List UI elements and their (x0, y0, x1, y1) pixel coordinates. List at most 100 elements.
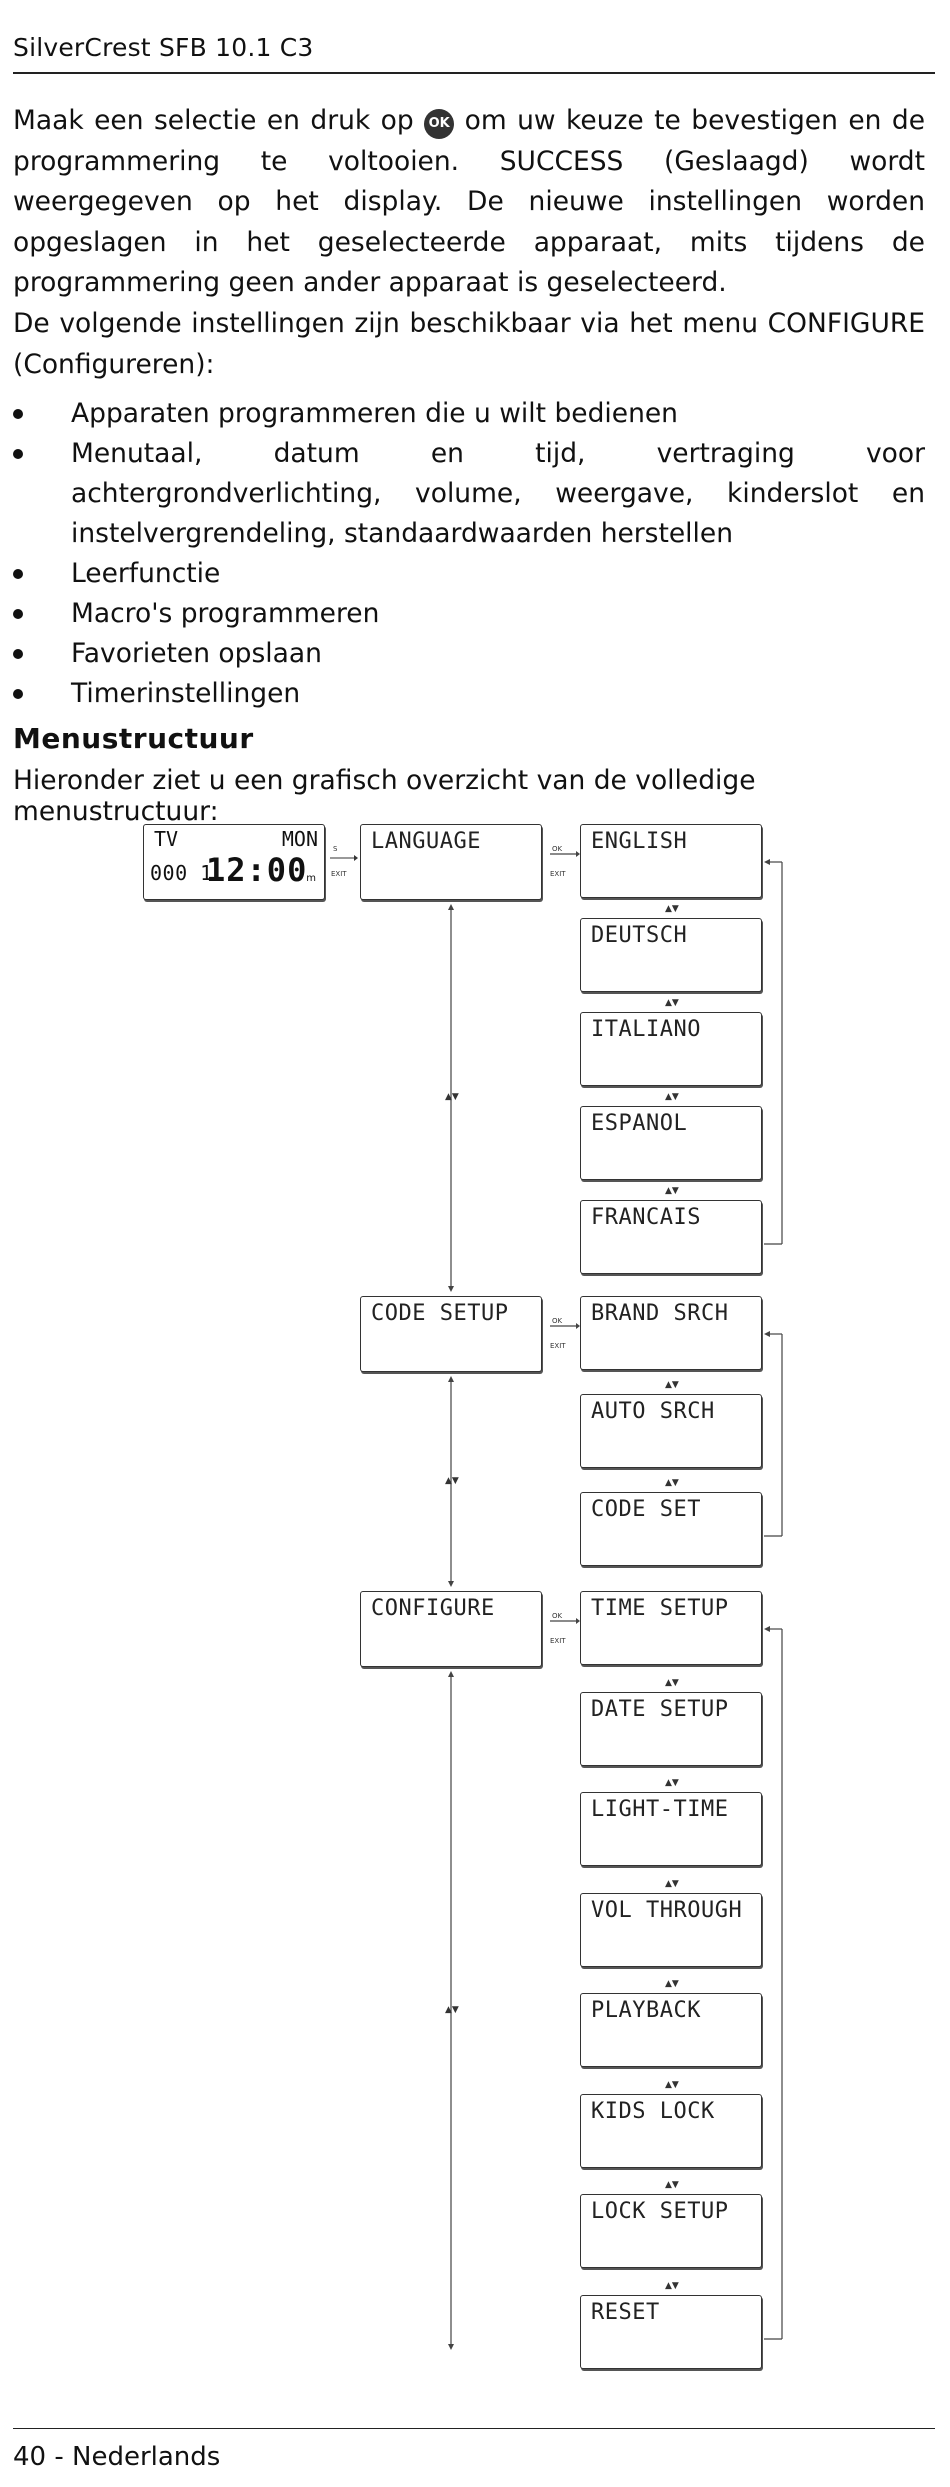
menu-box-2-label: CONFIGURE (371, 1596, 495, 1621)
menu-box-1-label: CODE SETUP (371, 1301, 509, 1326)
submenu-item-0-4-label: FRANCAIS (591, 1205, 701, 1230)
loop-arrow-0 (764, 859, 770, 865)
lcd-nav-arrows (330, 855, 358, 861)
list-item: Apparaten programmeren die u wilt bedien… (13, 394, 925, 434)
loop-arrow-1 (764, 1331, 770, 1337)
nav-ok-tag-0: OK (552, 845, 563, 853)
section-title: Menustructuur (13, 722, 254, 755)
updown-arrow-1-1: ▲▼ (665, 1380, 679, 1390)
page-footer: 40 - Nederlands (13, 2442, 221, 2472)
header-rule (13, 72, 935, 74)
connector-configure-bottom-head-up (448, 1671, 454, 1677)
submenu-item-0-2-label: ITALIANO (591, 1017, 701, 1042)
connector-configure-bottom-head-down (448, 2344, 454, 2350)
nav-exit-tag-0: EXIT (550, 870, 566, 878)
submenu-item-2-4-label: PLAYBACK (591, 1998, 701, 2023)
submenu-item-1-2-label: CODE SET (591, 1497, 701, 1522)
updown-arrow-2-4: ▲▼ (665, 1979, 679, 1989)
submenu-item-2-2-label: LIGHT-TIME (591, 1797, 729, 1822)
list-item: Macro's programmeren (13, 594, 925, 634)
nav-ok-tag-1: OK (552, 1317, 563, 1325)
submenu-item-2-6-label: LOCK SETUP (591, 2199, 729, 2224)
submenu-item-1-0: BRAND SRCH (580, 1296, 762, 1370)
ok-arrow-head-2 (576, 1618, 580, 1624)
updown-arrow-2-6: ▲▼ (665, 2180, 679, 2190)
list-item: Leerfunctie (13, 554, 925, 594)
connector-language-code-head-down (448, 1286, 454, 1292)
submenu-item-1-1: AUTO SRCH (580, 1394, 762, 1468)
diagram-intro: Hieronder ziet u een grafisch overzicht … (13, 765, 756, 827)
updown-connector-0: ▲▼ (445, 1092, 459, 1102)
lcd-code: 000 1 (150, 861, 213, 885)
menu-box-0-label: LANGUAGE (371, 829, 481, 854)
paragraph-configure: De volgende instellingen zijn beschikbaa… (13, 308, 925, 380)
menu-box-1: CODE SETUP (360, 1296, 542, 1372)
updown-connector-1: ▲▼ (445, 1476, 459, 1486)
updown-arrow-2-3: ▲▼ (665, 1879, 679, 1889)
updown-arrow-2-5: ▲▼ (665, 2080, 679, 2090)
submenu-item-2-6: LOCK SETUP (580, 2194, 762, 2268)
updown-arrow-2-7: ▲▼ (665, 2281, 679, 2291)
submenu-item-0-3: ESPANOL (580, 1106, 762, 1180)
submenu-item-0-1-label: DEUTSCH (591, 923, 688, 948)
lcd-sub: m (306, 873, 316, 884)
list-item: Favorieten opslaan (13, 634, 925, 674)
submenu-item-1-2: CODE SET (580, 1492, 762, 1566)
submenu-item-2-1: DATE SETUP (580, 1692, 762, 1766)
nav-exit-tag: EXIT (331, 870, 347, 878)
nav-exit-tag-2: EXIT (550, 1637, 566, 1645)
settings-list: Apparaten programmeren die u wilt bedien… (13, 394, 925, 714)
menu-box-0: LANGUAGE (360, 824, 542, 900)
lcd-mode: TV (154, 827, 179, 851)
submenu-item-0-2: ITALIANO (580, 1012, 762, 1086)
nav-ok-tag-2: OK (552, 1612, 563, 1620)
submenu-item-2-7-label: RESET (591, 2300, 660, 2325)
submenu-item-2-0-label: TIME SETUP (591, 1596, 729, 1621)
ok-button-icon: OK (424, 109, 455, 139)
lcd-display: TV MON 000 1 12:00 m (143, 824, 325, 900)
submenu-item-2-5-label: KIDS LOCK (591, 2099, 715, 2124)
submenu-item-0-0-label: ENGLISH (591, 829, 688, 854)
connector-code-configure-head-up (448, 1376, 454, 1382)
paragraph-confirm-start: Maak een selectie en druk op (13, 105, 425, 136)
connector-language-code-head-up (448, 904, 454, 910)
updown-arrow-2-1: ▲▼ (665, 1678, 679, 1688)
updown-arrow-0-3: ▲▼ (665, 1092, 679, 1102)
updown-connector-2: ▲▼ (445, 2005, 459, 2015)
connector-code-configure-head-down (448, 1581, 454, 1587)
updown-arrow-0-1: ▲▼ (665, 904, 679, 914)
footer-rule (13, 2428, 935, 2429)
submenu-item-0-3-label: ESPANOL (591, 1111, 688, 1136)
nav-s-tag: S (333, 845, 338, 853)
updown-arrow-2-2: ▲▼ (665, 1778, 679, 1788)
paragraph-confirm: Maak een selectie en druk op OK om uw ke… (13, 101, 925, 304)
submenu-item-1-0-label: BRAND SRCH (591, 1301, 729, 1326)
page-header: SilverCrest SFB 10.1 C3 (13, 33, 314, 62)
ok-arrow-head-0 (576, 851, 580, 857)
submenu-item-0-4: FRANCAIS (580, 1200, 762, 1274)
list-item: Timerinstellingen (13, 674, 925, 714)
updown-arrow-0-2: ▲▼ (665, 998, 679, 1008)
submenu-item-2-5: KIDS LOCK (580, 2094, 762, 2168)
submenu-item-1-1-label: AUTO SRCH (591, 1399, 715, 1424)
submenu-item-2-3-label: VOL THROUGH (591, 1898, 743, 1923)
list-item: Menutaal, datum en tijd, vertraging voor… (13, 434, 925, 554)
submenu-item-2-7: RESET (580, 2295, 762, 2369)
menu-box-2: CONFIGURE (360, 1591, 542, 1667)
nav-exit-tag-1: EXIT (550, 1342, 566, 1350)
lcd-day: MON (281, 827, 318, 851)
ok-arrow-head-1 (576, 1323, 580, 1329)
submenu-item-0-1: DEUTSCH (580, 918, 762, 992)
submenu-item-0-0: ENGLISH (580, 824, 762, 898)
submenu-item-2-1-label: DATE SETUP (591, 1697, 729, 1722)
submenu-item-2-4: PLAYBACK (580, 1993, 762, 2067)
lcd-time: 12:00 (206, 851, 308, 889)
loop-arrow-2 (764, 1626, 770, 1632)
submenu-item-2-2: LIGHT-TIME (580, 1792, 762, 1866)
paragraph-confirm-end: om uw keuze te bevestigen en de programm… (13, 105, 926, 298)
submenu-item-2-3: VOL THROUGH (580, 1893, 762, 1967)
updown-arrow-1-2: ▲▼ (665, 1478, 679, 1488)
updown-arrow-0-4: ▲▼ (665, 1186, 679, 1196)
submenu-item-2-0: TIME SETUP (580, 1591, 762, 1665)
